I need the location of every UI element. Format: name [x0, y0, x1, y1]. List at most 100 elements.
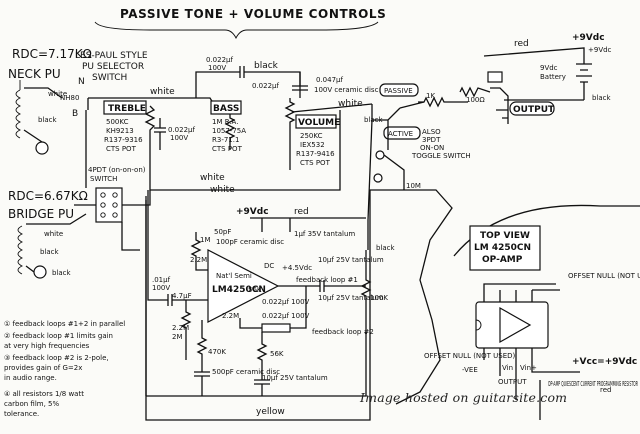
notes: ① feedback loops #1+2 in parallel ② feed…: [4, 320, 125, 418]
bass-label-box: [210, 100, 242, 115]
cap-top-4b: 100V ceramic disc: [314, 86, 379, 94]
bass-cap-wire: [195, 66, 301, 98]
selector-line3: SWITCH: [92, 73, 127, 83]
output-100-resistor: [459, 86, 491, 98]
switch-10m: 10M: [406, 182, 421, 190]
topview-vin: Vin: [502, 364, 513, 372]
wire-red-top: red: [514, 39, 529, 49]
amp-vcc: +9Vdc: [236, 207, 269, 217]
treble-name: TREBLE: [108, 104, 146, 114]
treble-pot-resistor: [144, 105, 156, 150]
active-box: [383, 126, 421, 140]
topview-title-2: LM 4250CN: [474, 243, 531, 253]
opamp-dc: DC: [264, 262, 274, 270]
note-1: ② feedback loop #1 limits gain: [4, 332, 113, 340]
wire-red-bot: red: [600, 386, 611, 394]
bass-pot-resistor: [224, 114, 236, 150]
selector-line1: LES-PAUL STYLE: [75, 51, 148, 61]
hpdt-contacts: [100, 192, 118, 218]
topview-vip: Vin+: [520, 364, 537, 372]
bridge-black: black: [40, 248, 60, 256]
topview-title-1: TOP VIEW: [480, 231, 530, 241]
amp-c022a: 0.022µf 100V: [262, 298, 310, 306]
topview-title-3: OP-AMP: [482, 255, 523, 265]
topview-output: OUTPUT: [498, 378, 527, 386]
fb2-resistor: [261, 323, 291, 333]
hpdt-wiring: [74, 110, 151, 251]
bridge-gnd-symbol: [33, 265, 47, 279]
hpdt-switch: [95, 187, 123, 223]
amp-r100k-resistor: [360, 250, 372, 320]
amp-c10a: 10µf 25V tantalum: [318, 256, 384, 264]
amp-c100p: 100pF ceramic disc: [216, 238, 284, 246]
active-label: ACTIVE: [388, 130, 413, 138]
bridge-gnd-label: black: [52, 269, 72, 277]
topview-plus-vcc: +Vcc=+9Vdc: [572, 357, 637, 367]
bass-line-3: CTS POT: [212, 145, 243, 153]
also-3: ON-ON: [420, 144, 444, 152]
also-2: 3PDT: [422, 136, 441, 144]
treble-label-box: [103, 100, 147, 115]
neck-wire: [23, 87, 63, 143]
amp-r22a-resistor: [190, 232, 208, 271]
amp-lower-caps: [194, 366, 270, 396]
neck-rdc: RDC=7.17KΩ: [12, 47, 92, 61]
note-3: ③ feedback loop #2 is 2-pole,: [4, 354, 109, 362]
cap-top-1: 0.022µf: [168, 126, 195, 134]
amp-c022b: 0.022µf 100V: [262, 312, 310, 320]
bass-line-2: R3-71.1: [212, 136, 239, 144]
battery-plus: +9Vdc: [588, 46, 612, 54]
note-7: carbon film, 5%: [4, 400, 59, 408]
amp-r100k: 100K: [370, 294, 388, 302]
topview-pins: [483, 290, 533, 360]
volume-name: VOLUME: [298, 118, 340, 128]
amp-input-wire: [147, 190, 208, 306]
neck-white: white: [48, 90, 67, 98]
output-100: 100Ω: [466, 96, 485, 104]
amp-r56a-resistor: [256, 332, 268, 372]
wire-red-mid: red: [294, 207, 309, 217]
battery-red-wire: [483, 47, 585, 64]
cap-047: [292, 72, 308, 91]
wire-black-bottom: black: [376, 244, 396, 252]
amp-out-wire: [278, 280, 366, 292]
neck-b: B: [72, 109, 78, 119]
amp-c4p7: 4.7µF: [172, 292, 192, 300]
cap-top-3: 0.022µf: [252, 82, 279, 90]
treble-line-1: KH9213: [106, 127, 134, 135]
neck-black: black: [38, 116, 58, 124]
cap-top-2: 0.022µf: [206, 56, 233, 64]
neck-coil: [15, 80, 22, 139]
note-2: at very high frequencies: [4, 342, 90, 350]
amp-c01b: 100V: [152, 284, 170, 292]
amp-fb1: feedback loop #1: [296, 276, 358, 284]
wire-white-vol: white: [338, 99, 363, 109]
volume-lines: 250KC IEX532 R137-9416 CTS POT: [296, 132, 335, 167]
neck-name: NECK PU: [8, 67, 61, 81]
battery-label-2: Battery: [540, 73, 566, 81]
bass-line-0: 1M R.A.: [212, 118, 238, 126]
wire-white-top: white: [150, 87, 175, 97]
note-4: provides gain of G=2x: [4, 364, 82, 372]
volume-line-3: CTS POT: [300, 159, 331, 167]
wire-yellow: yellow: [256, 407, 285, 417]
selector-line2: PU SELECTOR: [82, 62, 144, 72]
bass-lines: 1M R.A. 1057-75A R3-71.1 CTS POT: [212, 118, 246, 153]
amp-c01: .01µf: [152, 276, 171, 284]
also-1: ALSO: [422, 128, 441, 136]
amp-c500p: 500pF ceramic disc: [212, 368, 280, 376]
opamp-chip-2: LM4250CN: [212, 285, 266, 295]
treble-line-0: 500KC: [106, 118, 129, 126]
switch-contact-1: [375, 150, 385, 160]
amp-c1u: 1µf 35V tantalum: [294, 230, 355, 238]
volume-line-1: IEX532: [300, 141, 325, 149]
hpdt-line2: SWITCH: [90, 175, 117, 183]
battery-rd-box: [487, 71, 503, 83]
fb2-wiring: [239, 286, 307, 329]
output-1k: 1K: [426, 92, 435, 100]
cap-top-2b: 100V: [208, 64, 226, 72]
battery-label-1: 9Vdc: [540, 64, 558, 72]
topview-wiring: [483, 283, 580, 420]
